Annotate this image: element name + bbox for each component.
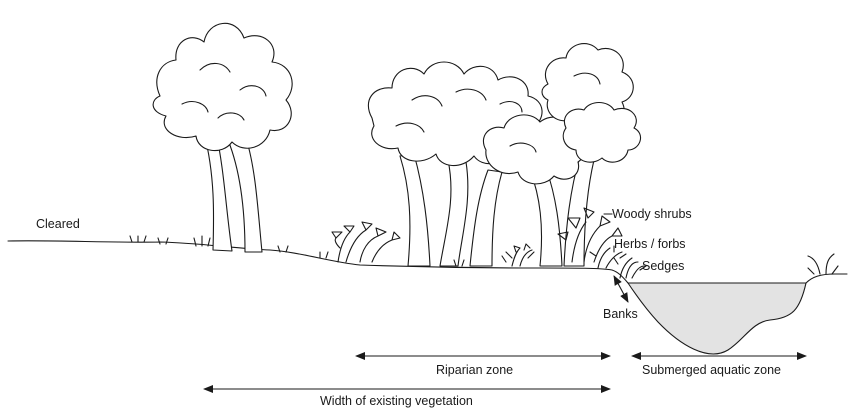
banks-label: Banks <box>603 307 638 321</box>
water-body <box>628 283 806 354</box>
cleared-label: Cleared <box>36 217 80 231</box>
riparian-zone-label: Riparian zone <box>436 363 513 377</box>
riparian-trees <box>368 44 640 266</box>
submerged-aquatic-zone-label: Submerged aquatic zone <box>642 363 781 377</box>
woody-shrubs-label: Woody shrubs <box>612 207 692 221</box>
width-of-existing-vegetation-label: Width of existing vegetation <box>320 394 473 408</box>
herbs-forbs-label: Herbs / forbs <box>614 237 686 251</box>
cleared-area-trees <box>153 23 292 252</box>
sedges-label: Sedges <box>642 259 684 273</box>
